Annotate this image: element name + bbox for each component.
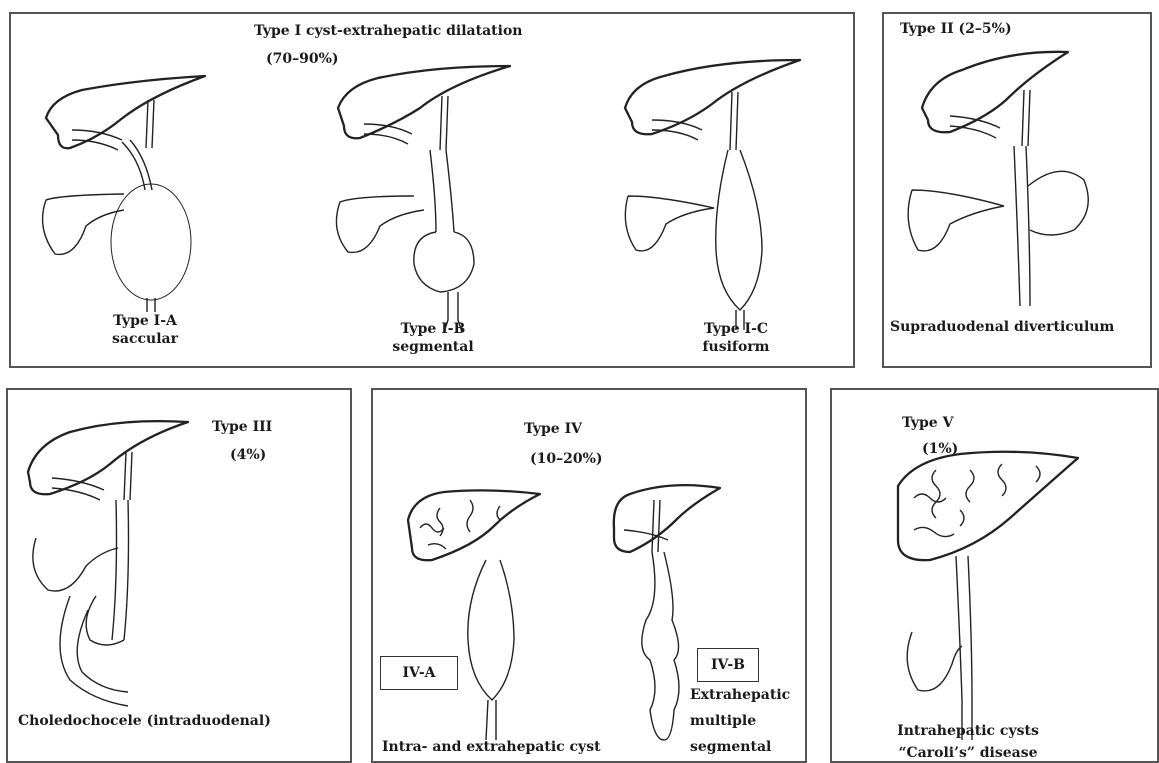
type5-caption-line1: Intrahepatic cysts [897,722,1039,740]
type5-caption-line2: “Caroli’s” disease [898,744,1037,762]
